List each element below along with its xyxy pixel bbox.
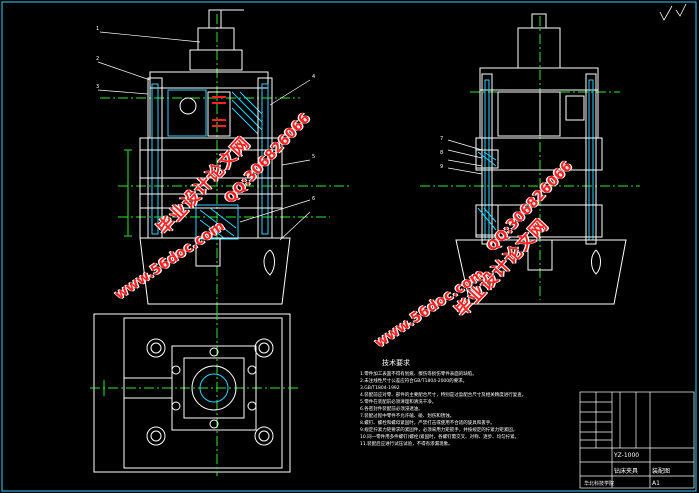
title-block-sheet: A1 (652, 480, 660, 487)
requirement-line: 5.零件在装配前必须清理和清洗干净。 (360, 400, 437, 405)
requirement-line: 11.装配后应进行试压试验，不得有渗漏现象。 (360, 442, 453, 447)
requirement-line: 8.螺钉、螺栓和螺母紧固时，严禁打击或使用不合适的旋具和扳手。 (360, 421, 495, 426)
top-view (90, 310, 300, 476)
callout-5: 5 (312, 154, 316, 160)
title-block-model: YZ-1000 (614, 452, 640, 459)
requirement-line: 6.各密封件装配前必须浸透油。 (360, 407, 423, 412)
side-leaders (447, 139, 483, 175)
requirements-title: 技术要求 (382, 359, 410, 367)
requirement-line: 1.零件加工表面不得有划痕、擦伤等损伤零件表面的缺陷。 (360, 372, 477, 377)
requirement-line: 9.规定拧紧力矩要求的紧固件，必须采用力矩扳手，并按规定的拧紧力矩紧固。 (360, 428, 518, 433)
title-block-school: 华北科技学院 (584, 481, 615, 487)
callout-1: 1 (96, 26, 100, 32)
callout-6: 6 (312, 196, 316, 202)
title-block (579, 391, 695, 489)
title-block-name: 钻床夹具 (614, 468, 639, 475)
requirement-line: 10.同一零件用多件螺钉(螺栓)紧固时，各螺钉需交叉、对称、逐步、均匀拧紧。 (360, 435, 520, 440)
callout-7: 7 (440, 136, 444, 142)
requirement-line: 4.装配前应对零、部件的主要配合尺寸，特别是过盈配合尺寸及相关精度进行复查。 (360, 393, 527, 398)
callout-8: 8 (440, 150, 444, 156)
callout-2: 2 (96, 56, 100, 62)
title-block-subtitle: 装配图 (652, 468, 671, 475)
front-leaders (97, 31, 311, 241)
requirement-line: 3.GB/T1804-1992 (360, 386, 400, 391)
callout-3: 3 (96, 84, 100, 90)
roughness-icon (659, 3, 687, 21)
side-view (420, 13, 640, 305)
requirement-line: 2.未注线性尺寸公差应符合GB/T1804-2000的要求。 (360, 379, 468, 384)
callout-9: 9 (440, 164, 444, 170)
requirement-line: 7.装配过程中零件不允许磕、碰、划伤和锈蚀。 (360, 414, 455, 419)
front-view (100, 9, 350, 310)
callout-4: 4 (312, 74, 316, 80)
